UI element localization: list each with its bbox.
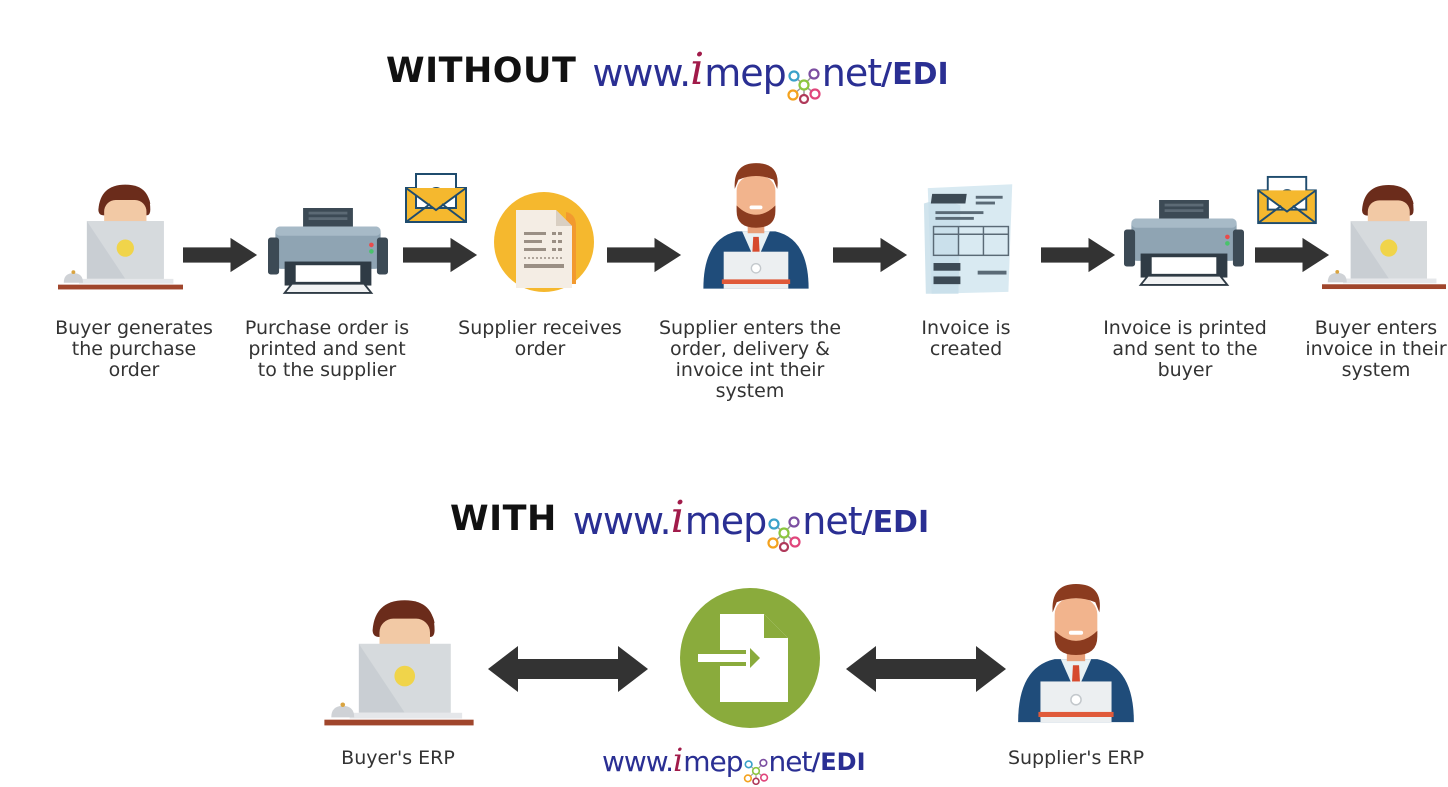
invoice-icon xyxy=(922,182,1018,297)
supplier-erp-laptop-icon xyxy=(1010,572,1142,730)
arrow-right-icon xyxy=(402,236,480,274)
arrow-right-icon xyxy=(1254,236,1332,274)
printer-icon xyxy=(1124,198,1244,286)
double-arrow-icon xyxy=(488,646,648,692)
step-label: Supplier enters the order, delivery & in… xyxy=(658,317,842,402)
printer-icon xyxy=(268,206,388,294)
double-arrow-icon xyxy=(846,646,1006,692)
step-label: Supplier receives order xyxy=(458,317,622,360)
email-envelope-icon xyxy=(404,172,468,224)
buyer-erp-laptop-icon xyxy=(324,598,474,730)
without-keyword: WITHOUT xyxy=(386,51,577,91)
network-nodes-icon xyxy=(784,66,824,104)
with-keyword: WITH xyxy=(450,499,557,539)
edi-document-icon xyxy=(680,588,820,728)
buyer-laptop-icon xyxy=(1322,182,1446,294)
supplier-erp-label: Supplier's ERP xyxy=(1007,747,1145,769)
buyer-erp-label: Buyer's ERP xyxy=(341,747,455,769)
email-envelope-icon xyxy=(1256,175,1318,225)
arrow-right-icon xyxy=(606,236,684,274)
step-label: Buyer enters invoice in their system xyxy=(1305,317,1447,381)
arrow-right-icon xyxy=(1040,236,1118,274)
step-label: Invoice is created xyxy=(921,317,1011,360)
step-label: Purchase order is printed and sent to th… xyxy=(244,317,410,381)
order-document-icon xyxy=(494,192,594,292)
network-nodes-icon xyxy=(764,514,804,552)
supplier-laptop-icon xyxy=(696,155,816,293)
arrow-right-icon xyxy=(832,236,910,274)
buyer-laptop-icon xyxy=(58,182,183,294)
step-label: Buyer generates the purchase order xyxy=(55,317,213,381)
arrow-right-icon xyxy=(182,236,260,274)
step-label: Invoice is printed and sent to the buyer xyxy=(1103,317,1267,381)
network-nodes-icon xyxy=(741,757,771,785)
